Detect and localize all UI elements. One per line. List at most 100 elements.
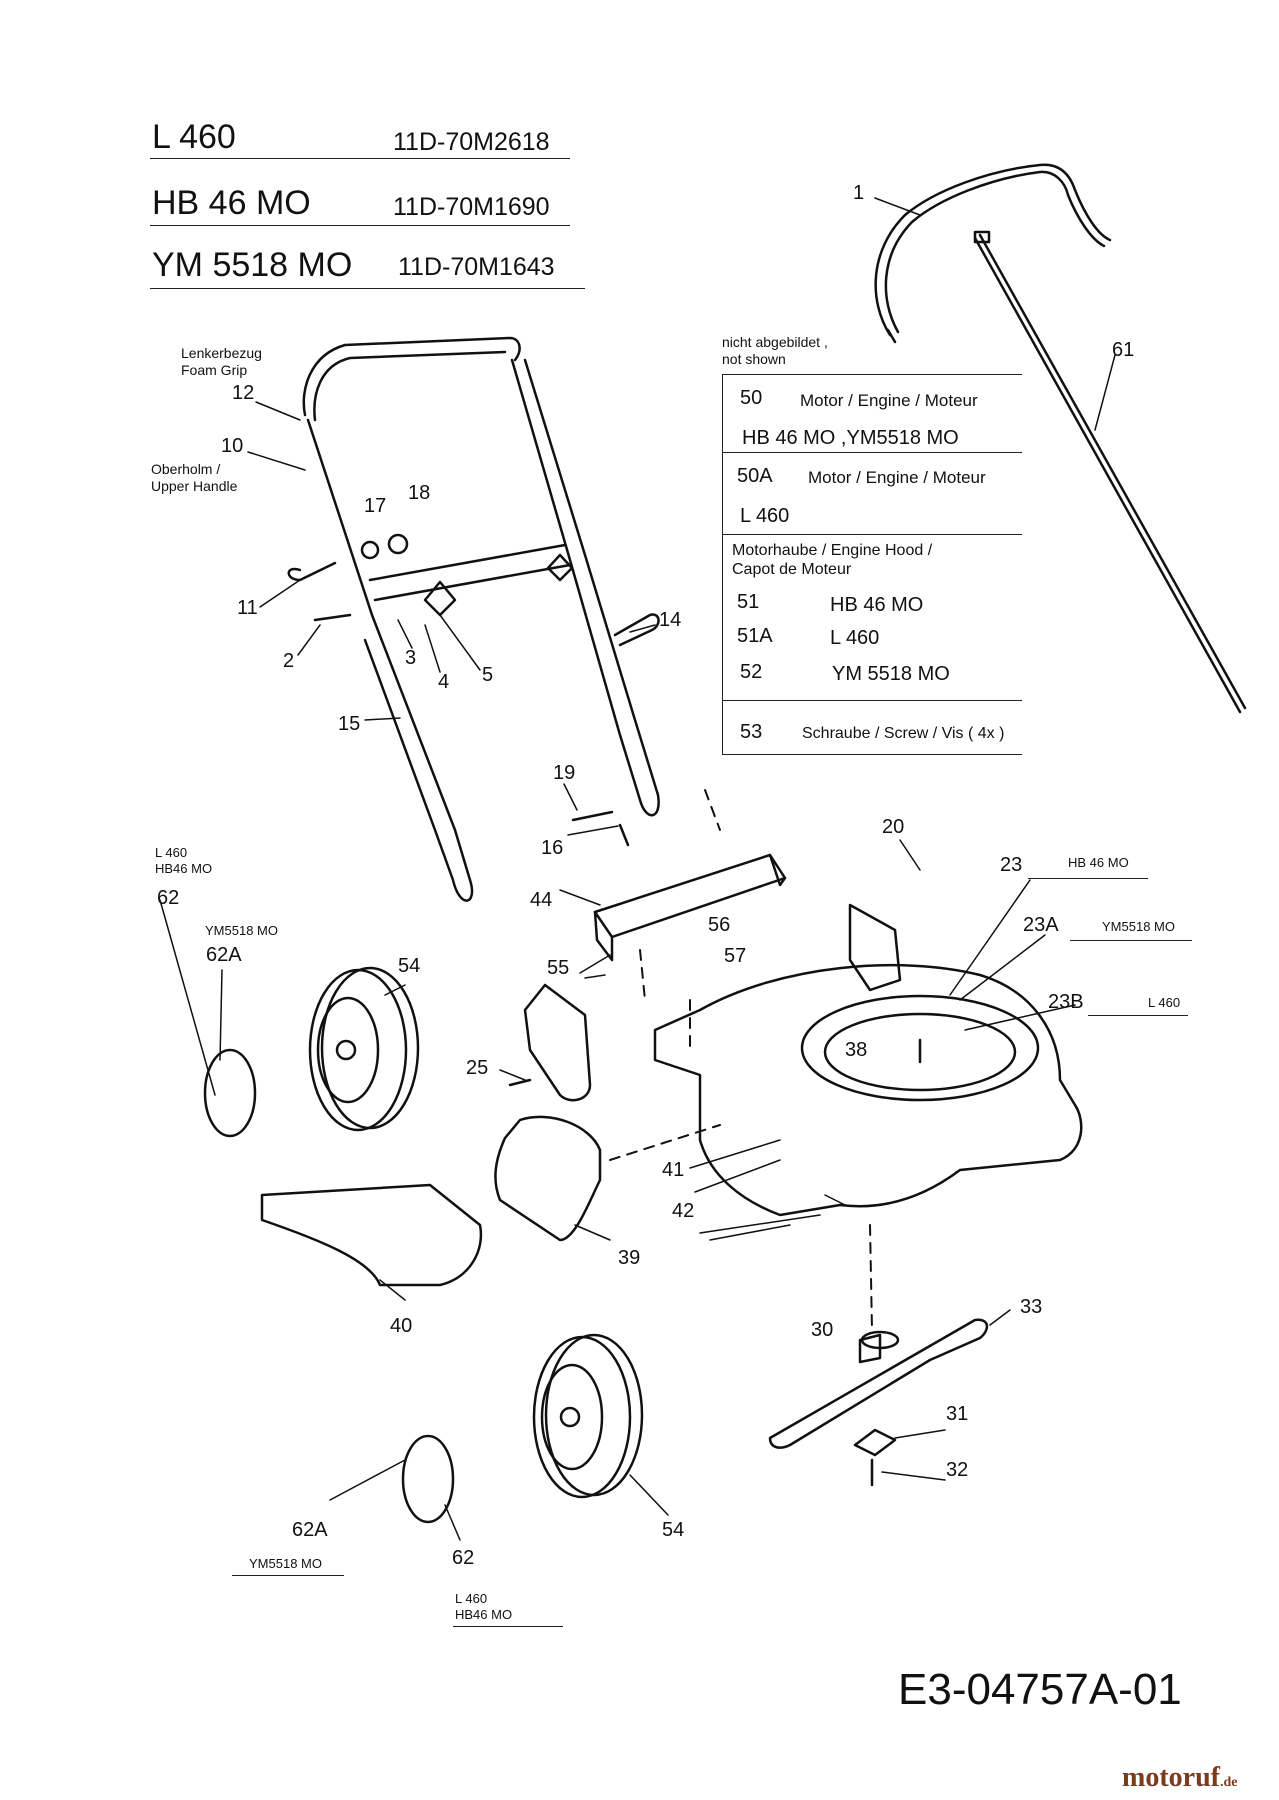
table-row-desc: Motor / Engine / Moteur bbox=[808, 468, 986, 487]
callout-part-1: 1 bbox=[853, 182, 865, 204]
callout-part-23b: 23B bbox=[1048, 991, 1084, 1013]
table-row-num: 53 bbox=[740, 721, 763, 743]
callout-part-15: 15 bbox=[338, 713, 361, 735]
variant-underline bbox=[232, 1575, 344, 1576]
table-row-num: 51 bbox=[737, 591, 760, 613]
table-row-desc: Schraube / Screw / Vis ( 4x ) bbox=[802, 725, 1005, 742]
document-number: E3-04757A-01 bbox=[898, 1665, 1182, 1714]
callout-part-31: 31 bbox=[946, 1403, 969, 1425]
grass-chute-drawing bbox=[260, 1115, 602, 1287]
not-shown-heading-en: not shown bbox=[722, 351, 786, 367]
logo-text: motoruf bbox=[1122, 1762, 1220, 1793]
variant-underline bbox=[1028, 878, 1148, 879]
callout-part-56: 56 bbox=[708, 914, 731, 936]
callout-part-42: 42 bbox=[672, 1200, 695, 1222]
label-variant: HB46 MO bbox=[455, 1607, 513, 1622]
callout-part-61: 61 bbox=[1112, 339, 1135, 361]
callout-part-17: 17 bbox=[364, 495, 387, 517]
table-row-desc: Motor / Engine / Moteur bbox=[800, 391, 978, 410]
table-row-num: 50 bbox=[740, 387, 763, 409]
callout-part-23: 23 bbox=[1000, 854, 1023, 876]
table-row-num: 52 bbox=[740, 661, 763, 683]
label-variant: HB 46 MO bbox=[1068, 855, 1129, 870]
table-rule bbox=[722, 700, 1022, 701]
model-name-2: HB 46 MO bbox=[152, 184, 311, 222]
blade-drawing bbox=[768, 1318, 989, 1487]
callout-part-10: 10 bbox=[221, 435, 244, 457]
callout-part-62: 62 bbox=[157, 887, 180, 909]
callout-part-4: 4 bbox=[438, 671, 450, 693]
model-code-3: 11D-70M1643 bbox=[398, 253, 555, 281]
model-name-1: L 460 bbox=[152, 118, 236, 156]
callout-part-62: 62 bbox=[452, 1547, 475, 1569]
table-rule bbox=[722, 374, 1022, 375]
callout-part-33: 33 bbox=[1020, 1296, 1043, 1318]
label-variant: YM5518 MO bbox=[249, 1556, 322, 1571]
model-code-1: 11D-70M2618 bbox=[393, 128, 550, 156]
callout-part-57: 57 bbox=[724, 945, 747, 967]
table-row-desc: HB 46 MO ,YM5518 MO bbox=[742, 427, 959, 449]
callout-part-41: 41 bbox=[662, 1159, 685, 1181]
model-name-3: YM 5518 MO bbox=[152, 246, 353, 284]
callout-part-19: 19 bbox=[553, 762, 576, 784]
bail-handle-drawing bbox=[874, 163, 1112, 344]
callout-part-16: 16 bbox=[541, 837, 564, 859]
table-left-border bbox=[722, 374, 723, 754]
label-upper-handle-en: Upper Handle bbox=[151, 478, 238, 494]
table-row-desc: L 460 bbox=[830, 627, 880, 649]
label-upper-handle-de: Oberholm / bbox=[151, 461, 221, 477]
callout-part-44: 44 bbox=[530, 889, 553, 911]
callout-part-32: 32 bbox=[946, 1459, 969, 1481]
model-underline-3 bbox=[150, 288, 585, 289]
table-rule bbox=[722, 452, 1022, 453]
table-rule bbox=[722, 754, 1022, 755]
control-cable-drawing bbox=[973, 230, 1247, 714]
callout-part-54: 54 bbox=[662, 1519, 685, 1541]
callout-part-39: 39 bbox=[618, 1247, 641, 1269]
callout-part-38: 38 bbox=[845, 1039, 868, 1061]
model-underline-1 bbox=[150, 158, 570, 159]
front-wheel-drawing bbox=[401, 1333, 644, 1524]
site-logo: motoruf.de bbox=[1122, 1764, 1237, 1792]
model-code-2: 11D-70M1690 bbox=[393, 193, 550, 221]
callout-part-23a: 23A bbox=[1023, 914, 1059, 936]
label-variant: YM5518 MO bbox=[1102, 919, 1175, 934]
callout-part-40: 40 bbox=[390, 1315, 413, 1337]
table-row-num: 51A bbox=[737, 625, 773, 647]
label-variant: L 460 bbox=[1148, 995, 1181, 1010]
mower-deck-drawing bbox=[653, 903, 1083, 1217]
rear-bracket-drawing bbox=[593, 853, 787, 962]
handle-drawing bbox=[302, 336, 660, 902]
table-row-desc: Motorhaube / Engine Hood / bbox=[732, 542, 933, 559]
table-rule bbox=[722, 534, 1022, 535]
callout-part-55: 55 bbox=[547, 957, 570, 979]
callout-part-11: 11 bbox=[237, 597, 258, 619]
table-row-desc: Capot de Moteur bbox=[732, 561, 852, 578]
label-foam-grip-en: Foam Grip bbox=[181, 362, 248, 378]
logo-tld: .de bbox=[1219, 1775, 1238, 1790]
callout-part-3: 3 bbox=[405, 647, 417, 669]
label-variant: HB46 MO bbox=[155, 861, 213, 876]
label-foam-grip-de: Lenkerbezug bbox=[181, 345, 262, 361]
callout-part-62a: 62A bbox=[292, 1519, 328, 1541]
callout-part-12: 12 bbox=[232, 382, 255, 404]
table-row-num: 50A bbox=[737, 465, 773, 487]
variant-underline bbox=[453, 1626, 563, 1627]
callout-part-18: 18 bbox=[408, 482, 431, 504]
table-row-desc: L 460 bbox=[740, 505, 790, 527]
callout-part-54: 54 bbox=[398, 955, 421, 977]
callout-part-25: 25 bbox=[466, 1057, 489, 1079]
callout-part-5: 5 bbox=[482, 664, 494, 686]
label-variant: YM5518 MO bbox=[205, 923, 278, 938]
model-underline-2 bbox=[150, 225, 570, 226]
variant-underline bbox=[1070, 940, 1192, 941]
not-shown-heading-de: nicht abgebildet , bbox=[722, 334, 828, 350]
label-variant: L 460 bbox=[155, 845, 188, 860]
callout-part-2: 2 bbox=[283, 650, 295, 672]
callout-part-20: 20 bbox=[882, 816, 905, 838]
table-row-desc: HB 46 MO bbox=[830, 594, 924, 616]
table-row-desc: YM 5518 MO bbox=[832, 663, 950, 685]
variant-underline bbox=[1088, 1015, 1188, 1016]
rear-wheel-drawing bbox=[203, 966, 420, 1138]
